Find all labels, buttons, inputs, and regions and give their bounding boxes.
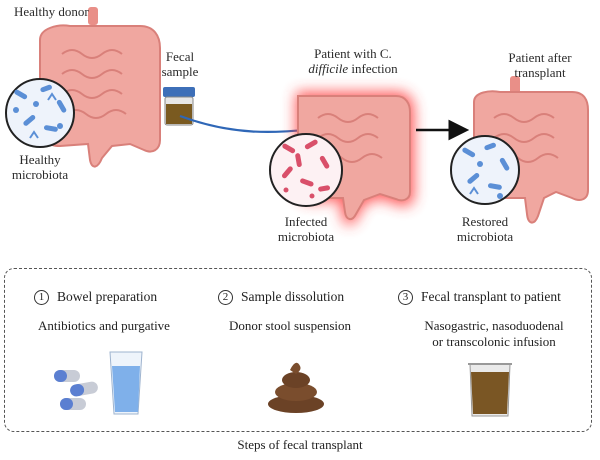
healthy-microbiota-label: Healthy microbiota: [11, 152, 69, 182]
pills-and-water-icon: [54, 351, 143, 415]
restored-microbiota-circle: [450, 135, 520, 205]
step-3-number: 3: [398, 289, 413, 305]
beaker-icon: [468, 363, 512, 417]
infected-microbiota-circle: [269, 133, 343, 207]
step-2-header: 2 Sample dissolution: [218, 288, 344, 306]
step-2-number: 2: [218, 289, 233, 305]
step-1-title: Bowel preparation: [57, 289, 158, 304]
healthy-donor-label: Healthy donor: [14, 4, 89, 19]
patient-infection-label: Patient with C. difficile infection: [308, 46, 398, 76]
steps-panel: [4, 268, 592, 432]
step-1-header: 1 Bowel preparation: [34, 288, 157, 306]
step-3-title: Fecal transplant to patient: [421, 289, 561, 304]
fecal-sample-label: Fecal sample: [161, 49, 199, 79]
restored-microbiota-label: Restored microbiota: [456, 214, 514, 244]
step-1-description: Antibiotics and purgative: [38, 318, 170, 333]
stool-icon: [268, 362, 324, 413]
step-1-number: 1: [34, 289, 49, 305]
figure-caption: Steps of fecal transplant: [237, 437, 363, 452]
step-3-description: Nasogastric, nasoduodenal or transcoloni…: [424, 318, 564, 349]
patient-after-label: Patient after transplant: [508, 50, 572, 80]
step-2-title: Sample dissolution: [241, 289, 345, 304]
step-2-description: Donor stool suspension: [228, 318, 352, 333]
infected-microbiota-label: Infected microbiota: [277, 214, 335, 244]
step-3-header: 3 Fecal transplant to patient: [398, 288, 561, 306]
donor-intestine: [39, 7, 161, 168]
healthy-microbiota-circle: [5, 78, 75, 148]
